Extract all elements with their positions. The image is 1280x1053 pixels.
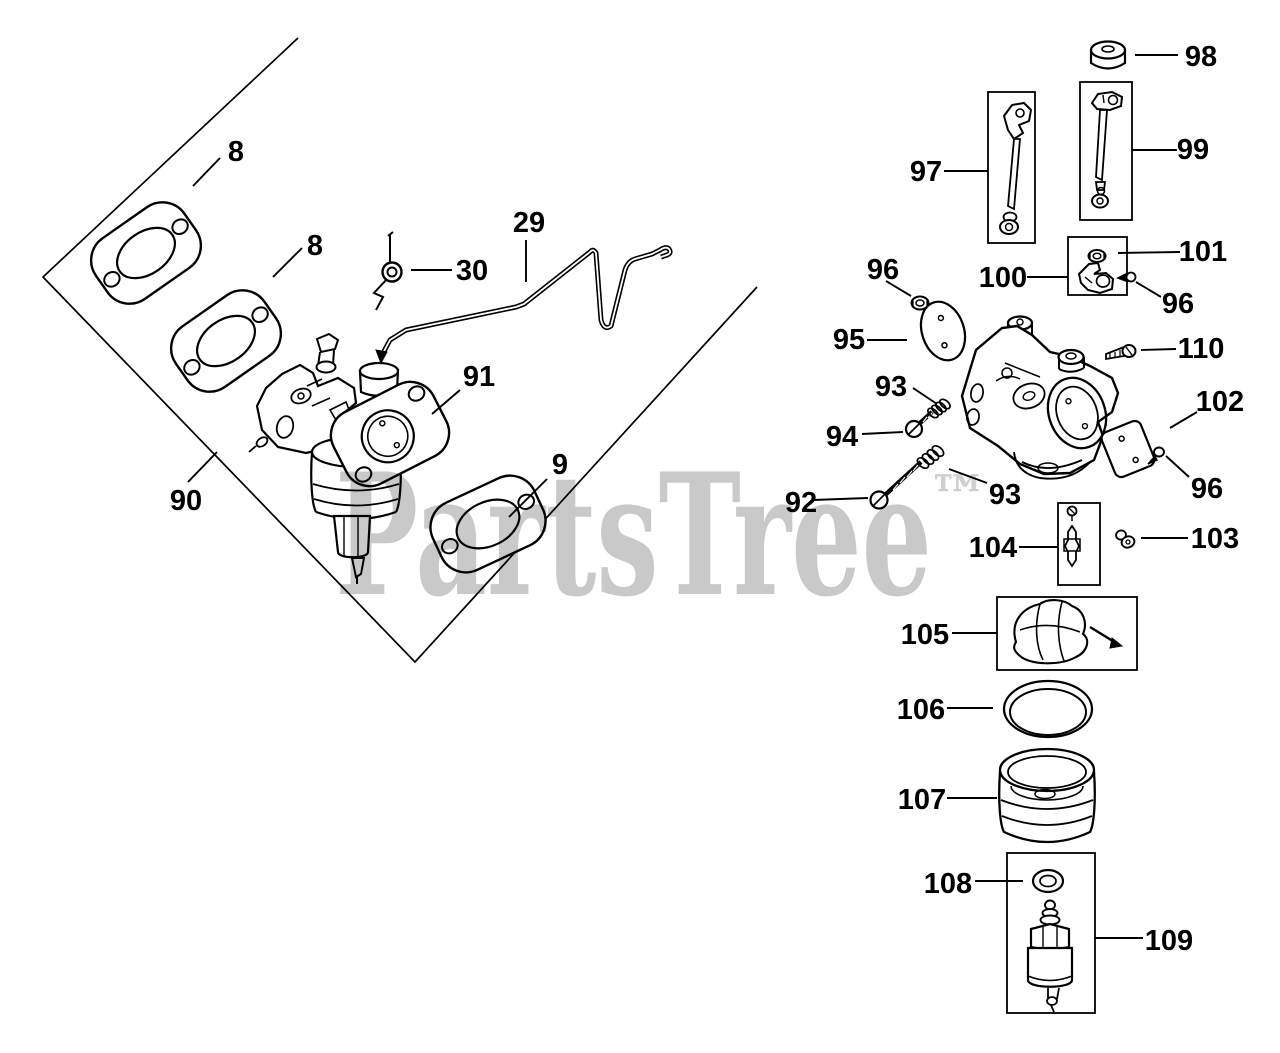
watermark: PartsTree ™ — [335, 436, 988, 634]
carburetor-assembly-drawing — [248, 332, 451, 584]
part-label-29: 29 — [513, 207, 545, 239]
part-label-105: 105 — [901, 619, 949, 651]
part-label-103: 103 — [1191, 523, 1239, 555]
leader-9 — [508, 478, 548, 518]
fuel-bowl-107-drawing — [998, 747, 1096, 844]
leader-94 — [861, 431, 904, 435]
bowl-gasket-106-drawing — [1002, 679, 1094, 739]
box-100 — [1067, 236, 1128, 296]
nut-96a-drawing — [910, 295, 930, 311]
bowl-washer-108-drawing — [1031, 868, 1065, 894]
gasket-8b-drawing — [169, 289, 283, 393]
spring-93a-drawing — [927, 398, 951, 419]
part-label-99: 99 — [1177, 134, 1209, 166]
choke-lever-100-drawing — [1077, 261, 1115, 295]
part-label-90: 90 — [170, 485, 202, 517]
part-label-95: 95 — [833, 324, 865, 356]
watermark-tm: ™ — [928, 463, 988, 533]
part-label-9: 9 — [552, 449, 568, 481]
part-label-106: 106 — [897, 694, 945, 726]
choke-spring-30-drawing — [372, 231, 403, 311]
leader-90 — [187, 451, 218, 483]
part-label-96a: 96 — [867, 254, 899, 286]
cover-plate-102-drawing — [1100, 419, 1156, 479]
part-label-97: 97 — [910, 156, 942, 188]
leader-96c — [1165, 455, 1190, 478]
spring-93b-drawing — [916, 444, 945, 470]
part-label-101: 101 — [1179, 236, 1227, 268]
gasket-9-drawing — [429, 474, 547, 574]
part-label-96c: 96 — [1191, 473, 1223, 505]
welch-plug-95-drawing — [919, 300, 967, 362]
nut-101-drawing — [1087, 249, 1107, 263]
part-label-108: 108 — [924, 868, 972, 900]
part-label-96b: 96 — [1162, 288, 1194, 320]
leader-101 — [1117, 251, 1181, 254]
part-label-107: 107 — [898, 784, 946, 816]
part-label-93b: 93 — [989, 479, 1021, 511]
part-label-92: 92 — [785, 487, 817, 519]
screw-96c-drawing — [1147, 446, 1165, 465]
box-109 — [1006, 852, 1096, 1014]
main-screw-92-drawing — [869, 460, 923, 510]
box-104 — [1057, 502, 1101, 586]
kit-boundary-outline — [41, 37, 758, 664]
gasket-8a-drawing — [89, 201, 203, 305]
leader-93b — [948, 468, 988, 484]
leader-8a — [192, 157, 221, 187]
leader-110 — [1140, 348, 1177, 351]
part-label-30: 30 — [456, 255, 488, 287]
part-label-110: 110 — [1178, 333, 1225, 365]
leader-lines — [187, 54, 1198, 939]
bushing-98-drawing — [1089, 40, 1127, 70]
part-label-94: 94 — [826, 421, 858, 453]
solenoid-109-drawing — [1026, 899, 1074, 1013]
throttle-shaft-97-drawing — [999, 101, 1033, 235]
watermark-text: PartsTree — [335, 436, 932, 634]
part-label-8a: 8 — [228, 136, 244, 168]
leader-93a — [912, 387, 938, 405]
carb-upper-body-drawing — [960, 315, 1120, 480]
kit-boxes — [987, 81, 1138, 1014]
idle-screw-94-drawing — [904, 410, 934, 439]
part-label-98: 98 — [1185, 41, 1217, 73]
part-label-8b: 8 — [307, 230, 323, 262]
part-label-93a: 93 — [875, 371, 907, 403]
leader-96a — [885, 280, 912, 297]
callout-labels: 8 8 9 29 30 90 91 92 93 93 94 95 96 96 9… — [170, 41, 1244, 957]
leader-8b — [272, 247, 303, 278]
box-99 — [1079, 81, 1133, 221]
part-label-100: 100 — [979, 262, 1027, 294]
part-label-102: 102 — [1196, 386, 1244, 418]
screw-110-drawing — [1105, 344, 1137, 361]
float-105-drawing — [1013, 599, 1124, 665]
part-label-109: 109 — [1145, 925, 1193, 957]
screw-96b-drawing — [1116, 271, 1137, 283]
part-label-91: 91 — [463, 361, 495, 393]
leader-96b — [1135, 281, 1162, 298]
leader-102 — [1169, 411, 1198, 429]
needle-valve-104-drawing — [1063, 505, 1081, 568]
box-97 — [987, 91, 1036, 244]
leader-92 — [812, 497, 869, 501]
leader-91 — [431, 389, 461, 415]
part-label-104: 104 — [969, 532, 1017, 564]
seat-103-drawing — [1115, 529, 1136, 549]
choke-shaft-99-drawing — [1090, 90, 1124, 209]
fuel-line-29-drawing — [375, 245, 673, 365]
